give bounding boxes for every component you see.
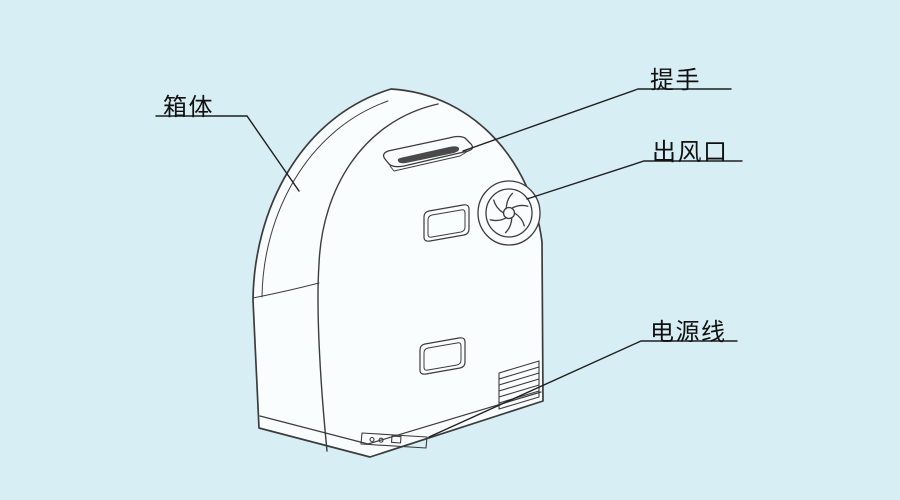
leader-line-body	[155, 115, 300, 192]
label-body: 箱体	[163, 94, 214, 121]
label-handle: 提手	[650, 67, 701, 94]
label-air-outlet: 出风口	[652, 139, 729, 166]
leader-line-handle	[462, 88, 732, 152]
leader-line-power-cord	[428, 340, 738, 438]
lower-recess	[419, 337, 466, 375]
air-outlet-fan	[477, 180, 541, 246]
handle-drawing	[382, 135, 474, 172]
leader-line-air-outlet	[526, 160, 743, 200]
front-left-edge	[317, 103, 439, 452]
upper-recess	[423, 204, 470, 242]
top-left-inner-edge	[261, 100, 389, 298]
label-power-cord: 电源线	[650, 319, 727, 346]
power-strip	[360, 432, 428, 449]
left-face-seam	[252, 282, 320, 299]
